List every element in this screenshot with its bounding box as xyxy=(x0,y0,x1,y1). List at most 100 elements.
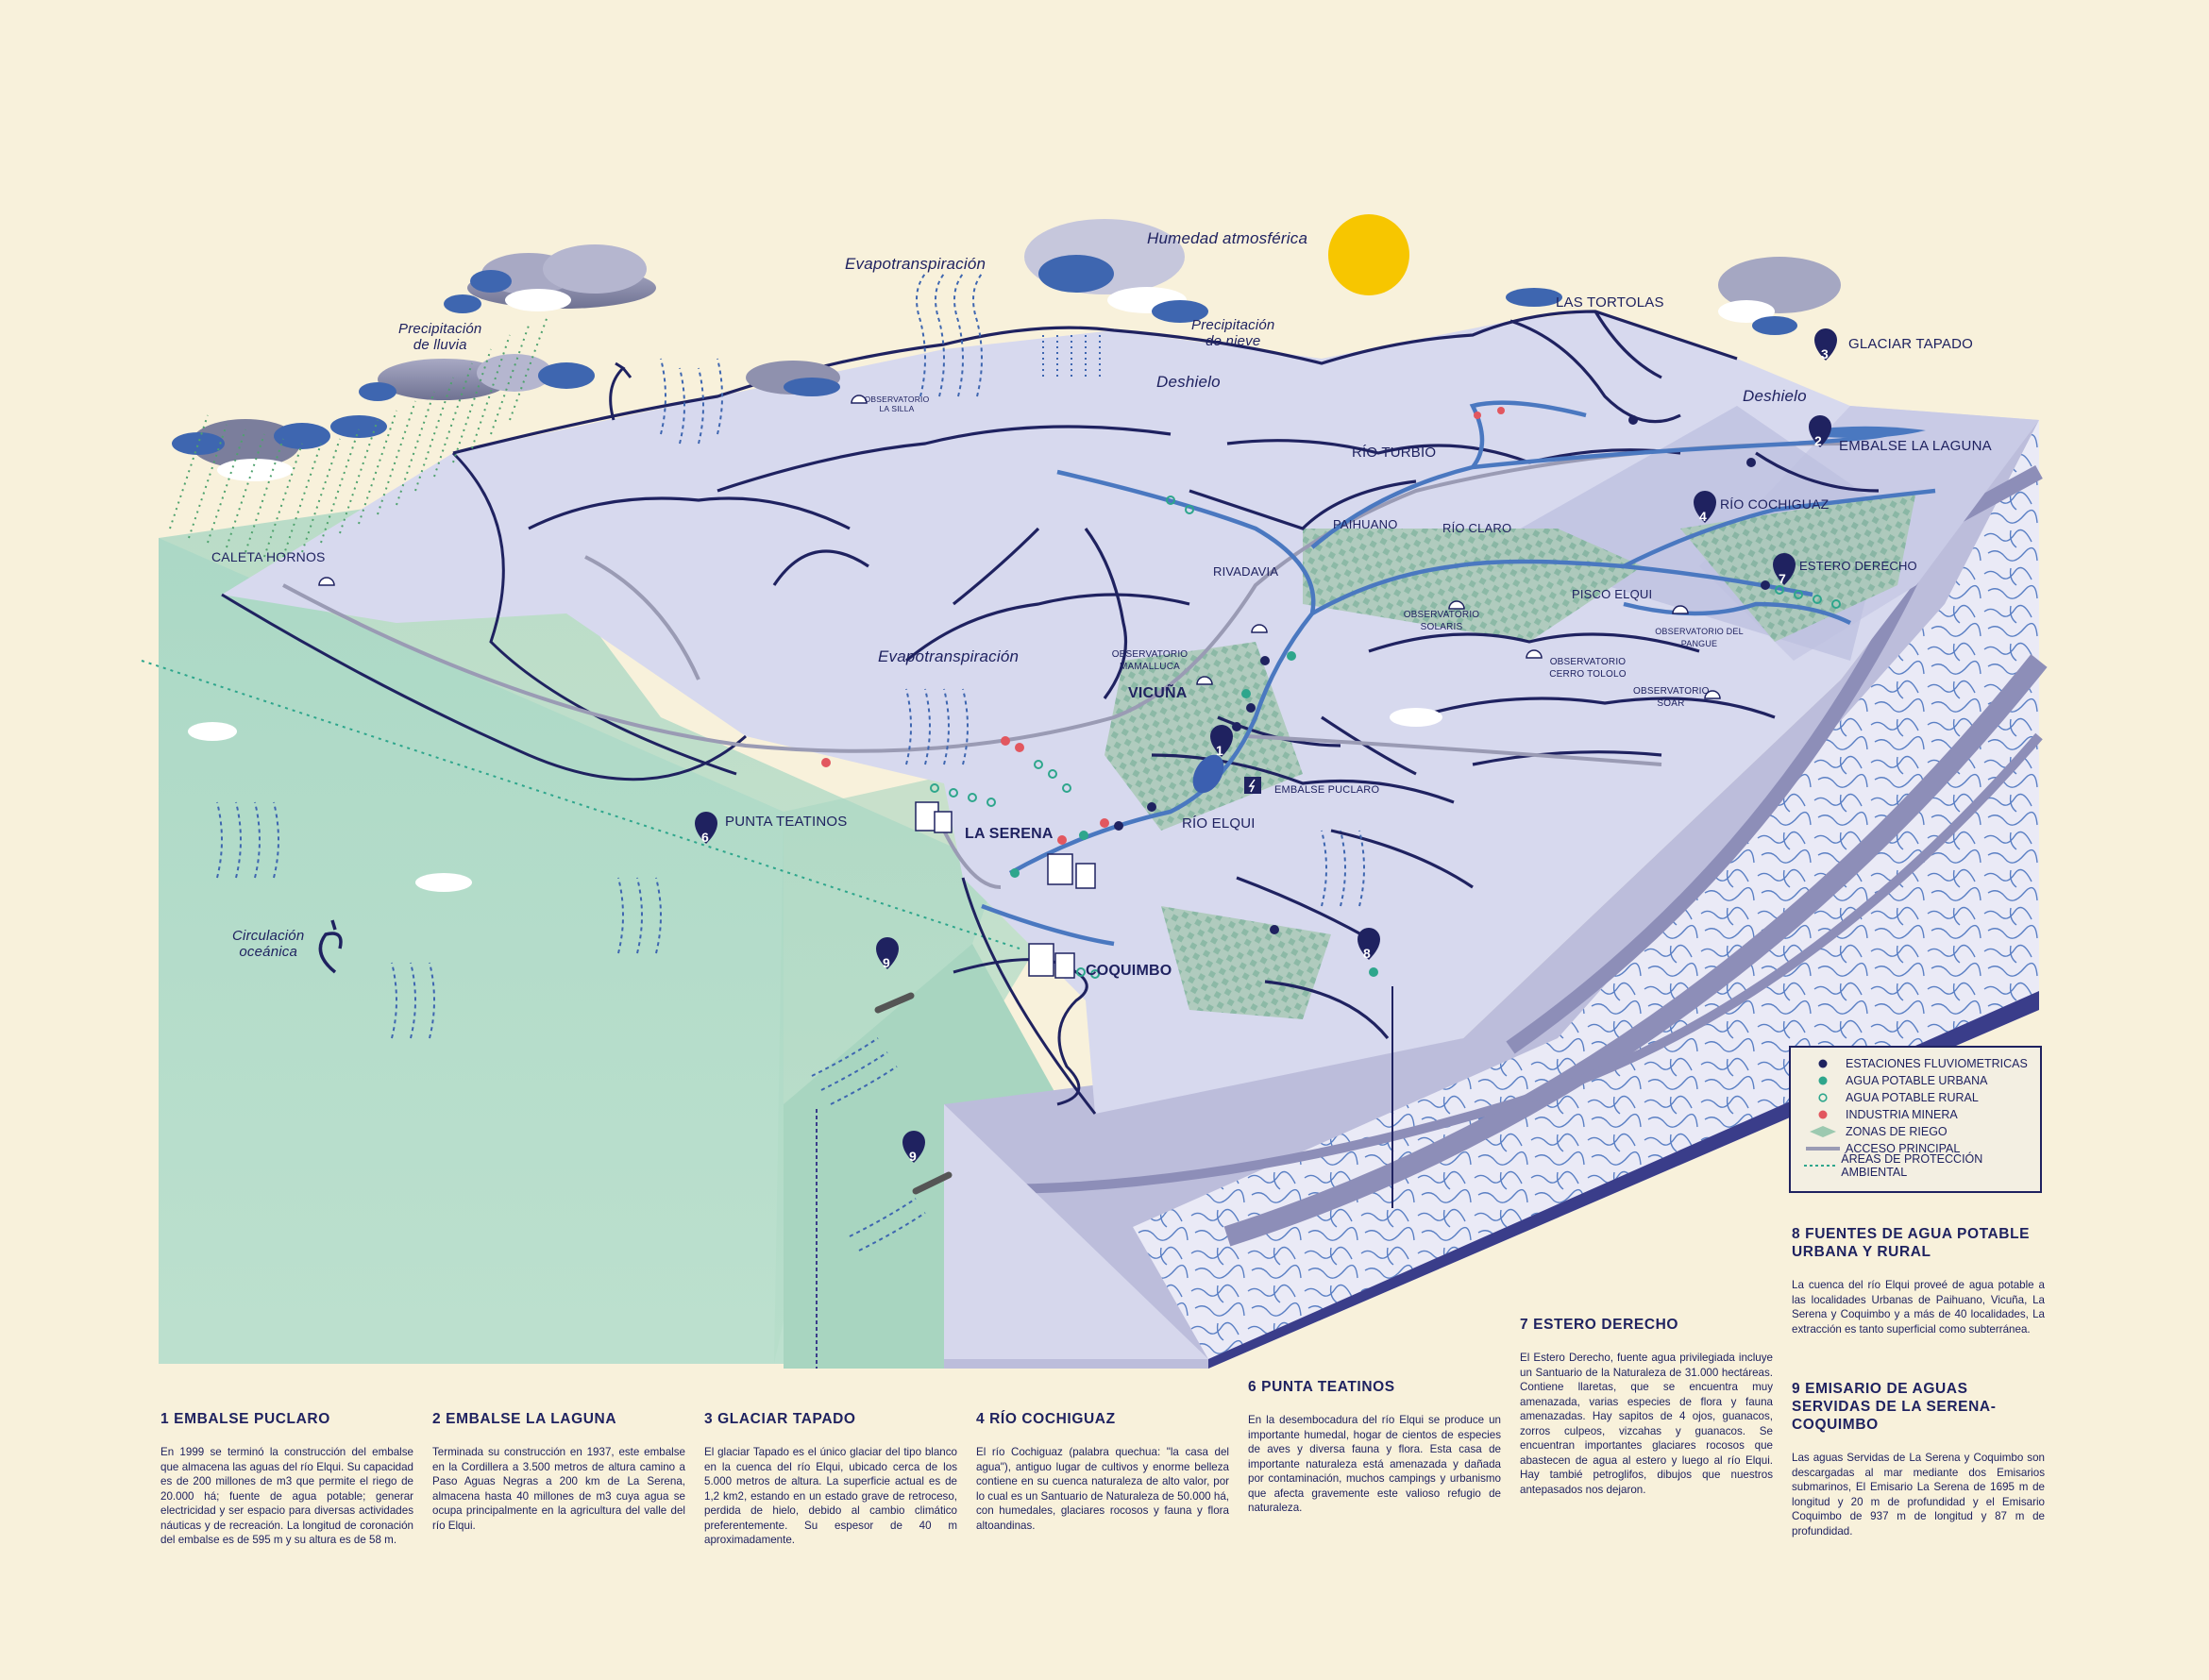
label-embalse-laguna: EMBALSE LA LAGUNA xyxy=(1839,438,1992,454)
rural-water-points xyxy=(930,496,1841,979)
marker-9b: 9 xyxy=(909,1149,917,1164)
legend-row: ZONAS DE RIEGO xyxy=(1800,1123,2031,1140)
teal-dot-icon xyxy=(1800,1076,1846,1085)
legend-row: ESTACIONES FLUVIOMETRICAS xyxy=(1800,1055,2031,1072)
vapor-arrow-icon xyxy=(609,361,632,421)
label-obs-solaris: OBSERVATORIO SOLARIS xyxy=(1403,610,1480,632)
label-circulacion: Circulación oceánica xyxy=(232,928,305,960)
text-block-8: 8 FUENTES DE AGUA POTABLE URBANA Y RURAL… xyxy=(1792,1225,2045,1336)
label-embalse-puclaro: EMBALSE PUCLARO xyxy=(1274,784,1380,796)
text-block-body: El río Cochiguaz (palabra quechua: "la c… xyxy=(976,1446,1229,1532)
text-block-3: 3 GLACIAR TAPADO El glaciar Tapado es el… xyxy=(704,1410,957,1548)
label-glaciar-tapado: GLACIAR TAPADO xyxy=(1848,336,1973,352)
marker-8: 8 xyxy=(1363,946,1371,961)
text-block-2: 2 EMBALSE LA LAGUNA Terminada su constru… xyxy=(432,1410,685,1533)
cloud-icon xyxy=(330,354,595,438)
text-block-title: 2 EMBALSE LA LAGUNA xyxy=(432,1411,617,1427)
marker-4: 4 xyxy=(1699,509,1707,524)
location-markers xyxy=(695,328,1837,1163)
label-rio-elqui: RÍO ELQUI xyxy=(1182,815,1256,832)
legend-row: ÁREAS DE PROTECCIÓN AMBIENTAL xyxy=(1800,1152,2031,1179)
label-evapo-mid: Evapotranspiración xyxy=(878,647,1020,665)
cloud-icon xyxy=(1506,257,1841,335)
legend-row: INDUSTRIA MINERA xyxy=(1800,1106,2031,1123)
label-obs-tololo: OBSERVATORIO CERRO TOLOLO xyxy=(1549,657,1627,680)
label-la-serena: LA SERENA xyxy=(965,826,1054,842)
text-block-title: 7 ESTERO DERECHO xyxy=(1520,1317,1679,1333)
legend-row: AGUA POTABLE URBANA xyxy=(1800,1072,2031,1089)
map-legend: ESTACIONES FLUVIOMETRICAS AGUA POTABLE U… xyxy=(1789,1046,2042,1193)
land-surface xyxy=(221,311,2039,1115)
label-obs-mamalluca: OBSERVATORIO MAMALLUCA xyxy=(1111,649,1189,672)
label-evapo-top: Evapotranspiración xyxy=(845,255,986,273)
roads xyxy=(282,442,1842,889)
red-dot-icon xyxy=(1800,1110,1846,1119)
text-block-title: 9 EMISARIO DE AGUAS SERVIDAS DE LA SEREN… xyxy=(1792,1381,1997,1433)
text-block-6: 6 PUNTA TEATINOS En la desembocadura del… xyxy=(1248,1378,1501,1516)
text-block-7: 7 ESTERO DERECHO El Estero Derecho, fuen… xyxy=(1520,1316,1773,1497)
clouds xyxy=(172,219,1841,892)
label-punta-teatinos: PUNTA TEATINOS xyxy=(725,814,848,830)
marker-9a: 9 xyxy=(883,955,890,970)
cloud-icon xyxy=(444,244,656,313)
legend-label: AGUA POTABLE RURAL xyxy=(1846,1091,1979,1104)
fluviometric-stations xyxy=(1114,415,1770,934)
ocean-circulation-icon xyxy=(318,919,343,974)
text-block-body: En 1999 se terminó la construcción del e… xyxy=(160,1446,413,1546)
cloud-icon xyxy=(188,708,1442,892)
label-humedad: Humedad atmosférica xyxy=(1147,229,1308,247)
label-deshielo-1: Deshielo xyxy=(1156,373,1221,391)
navy-dot-icon xyxy=(1800,1059,1846,1068)
text-block-4: 4 RÍO COCHIGUAZ El río Cochiguaz (palabr… xyxy=(976,1410,1229,1533)
label-caleta-hornos: CALETA HORNOS xyxy=(211,549,326,564)
text-block-body: Terminada su construcción en 1937, este … xyxy=(432,1446,685,1532)
observatory-icons xyxy=(318,395,1721,699)
label-precip-nieve: Precipitación de nieve xyxy=(1191,317,1275,349)
laguna-reservoir xyxy=(1813,426,1926,438)
hydropower-icon xyxy=(1244,777,1261,794)
teal-ring-icon xyxy=(1800,1093,1846,1102)
puclaro-reservoir xyxy=(1192,754,1224,794)
legend-row: ACCESO PRINCIPAL xyxy=(1800,1140,2031,1157)
evaporation-arrows xyxy=(216,273,1365,1252)
emissary-pipe xyxy=(874,992,915,1014)
road-line-icon xyxy=(1800,1146,1846,1151)
label-obs-silla: OBSERVATORIO LA SILLA xyxy=(864,395,930,413)
text-block-1: 1 EMBALSE PUCLARO En 1999 se terminó la … xyxy=(160,1410,413,1548)
legend-row: AGUA POTABLE RURAL xyxy=(1800,1089,2031,1106)
label-deshielo-2: Deshielo xyxy=(1743,387,1807,405)
text-block-body: El glaciar Tapado es el único glaciar de… xyxy=(704,1446,957,1546)
label-rio-claro: RÍO CLARO xyxy=(1442,521,1512,535)
cloud-icon xyxy=(746,361,840,396)
city-blocks xyxy=(915,801,1096,979)
text-block-body: Las aguas Servidas de La Serena y Coquim… xyxy=(1792,1452,2045,1537)
protection-area-line xyxy=(141,660,1020,949)
label-estero-derecho: ESTERO DERECHO xyxy=(1799,559,1917,573)
legend-label: ZONAS DE RIEGO xyxy=(1846,1125,1948,1138)
label-obs-soar: OBSERVATORIO SOAR xyxy=(1633,686,1710,709)
text-block-body: El Estero Derecho, fuente agua privilegi… xyxy=(1520,1352,1773,1496)
text-block-title: 8 FUENTES DE AGUA POTABLE URBANA Y RURAL xyxy=(1792,1226,2031,1260)
marker-2: 2 xyxy=(1814,433,1822,448)
legend-label: ESTACIONES FLUVIOMETRICAS xyxy=(1846,1057,2028,1070)
mining-points xyxy=(821,407,1505,845)
marker-6: 6 xyxy=(701,830,709,845)
rivers xyxy=(981,400,1936,947)
urban-water-points xyxy=(1010,651,1378,977)
label-rivadavia: RIVADAVIA xyxy=(1213,564,1279,579)
marker-1: 1 xyxy=(1216,743,1223,758)
rain-hatching xyxy=(169,315,548,558)
label-rio-cochiguaz: RÍO COCHIGUAZ xyxy=(1720,496,1830,512)
label-pisco-elqui: PISCO ELQUI xyxy=(1572,587,1653,601)
marker-3: 3 xyxy=(1821,346,1829,361)
text-block-title: 4 RÍO COCHIGUAZ xyxy=(976,1411,1116,1427)
marker-7: 7 xyxy=(1779,571,1786,586)
label-las-tortolas: LAS TORTOLAS xyxy=(1556,294,1664,311)
text-block-9: 9 EMISARIO DE AGUAS SERVIDAS DE LA SEREN… xyxy=(1792,1380,2045,1538)
text-block-title: 1 EMBALSE PUCLARO xyxy=(160,1411,330,1427)
label-precip-lluvia: Precipitación de lluvia xyxy=(398,321,482,353)
text-block-title: 3 GLACIAR TAPADO xyxy=(704,1411,856,1427)
text-block-body: En la desembocadura del río Elqui se pro… xyxy=(1248,1414,1501,1514)
irrigation-diamond-icon xyxy=(1800,1126,1846,1137)
